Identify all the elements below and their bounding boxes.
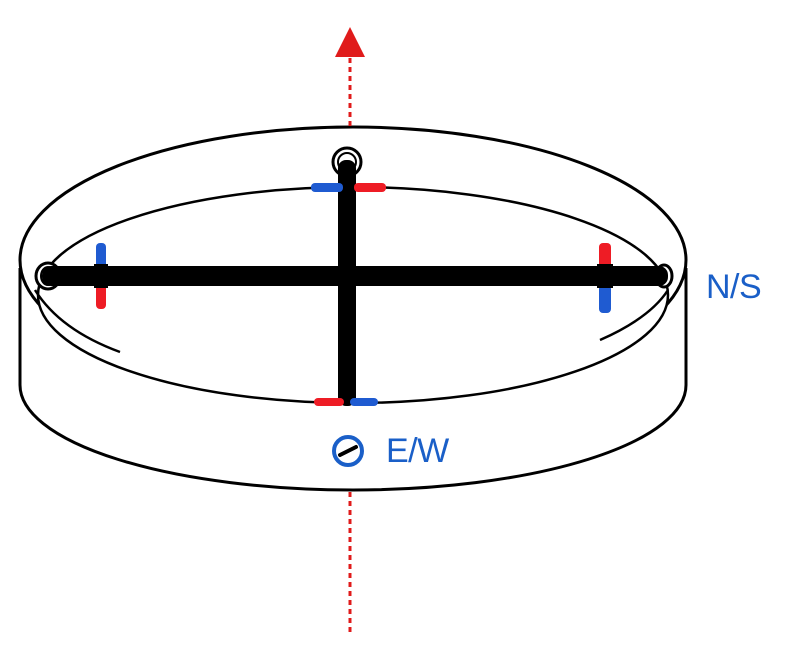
magnet-bottom xyxy=(314,398,378,406)
ew-bar xyxy=(338,160,356,406)
magnet-right xyxy=(597,243,613,313)
ew-label: E/W xyxy=(386,432,449,470)
ring-inner-wall-right xyxy=(599,289,670,342)
magnet-top xyxy=(311,183,386,192)
magnet-left xyxy=(94,243,108,309)
ns-label: N/S xyxy=(706,268,762,306)
screw-slot-icon xyxy=(332,435,364,467)
ring-inner-wall xyxy=(33,289,121,354)
